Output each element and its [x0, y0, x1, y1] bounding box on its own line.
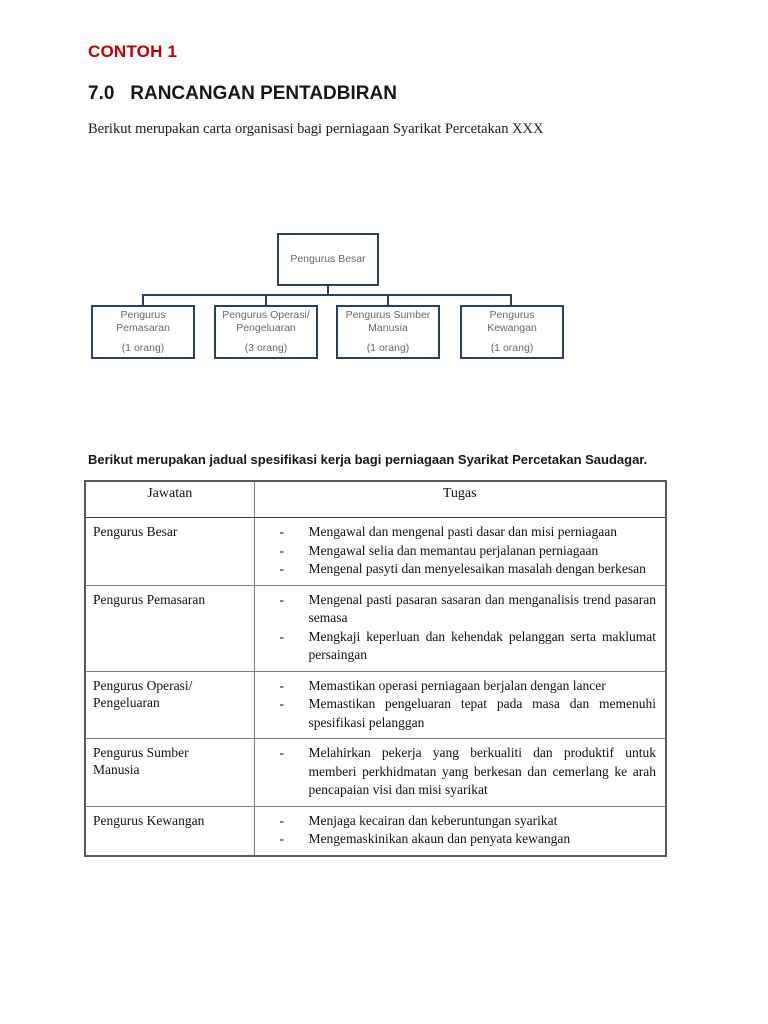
- org-node-root: Pengurus Besar: [277, 233, 379, 286]
- task-list: Menjaga kecairan dan keberuntungan syari…: [255, 812, 657, 849]
- org-node-operasi: Pengurus Operasi/ Pengeluaran (3 orang): [214, 305, 318, 359]
- cell-jawatan: Pengurus Sumber Manusia: [84, 738, 255, 807]
- org-connector-stem: [327, 286, 329, 296]
- table-row: Pengurus Besar Mengawal dan mengenal pas…: [84, 517, 667, 586]
- cell-jawatan: Pengurus Besar: [84, 517, 255, 586]
- column-header-jawatan: Jawatan: [84, 480, 255, 518]
- task-item: Menjaga kecairan dan keberuntungan syari…: [255, 812, 657, 831]
- cell-jawatan-line-1: Pengurus Sumber: [93, 745, 189, 760]
- org-node-pemasaran-title-1: Pengurus: [120, 309, 166, 321]
- org-node-sumber-manusia-title-2: Manusia: [368, 322, 408, 334]
- cell-tugas: Menjaga kecairan dan keberuntungan syari…: [253, 805, 667, 857]
- task-item: Mengenal pasyti dan menyelesaikan masala…: [255, 560, 657, 579]
- org-node-pemasaran: Pengurus Pemasaran (1 orang): [91, 305, 195, 359]
- table-caption: Berikut merupakan jadual spesifikasi ker…: [88, 452, 648, 467]
- task-item: Mengemaskinikan akaun dan penyata kewang…: [255, 830, 657, 849]
- cell-jawatan: Pengurus Operasi/ Pengeluaran: [84, 670, 255, 739]
- table-row: Pengurus Sumber Manusia Melahirkan peker…: [84, 738, 667, 807]
- org-node-sumber-manusia-title-1: Pengurus Sumber: [345, 309, 431, 321]
- org-node-root-title: Pengurus Besar: [290, 253, 366, 265]
- task-item: Mengawal selia dan memantau perjalanan p…: [255, 542, 657, 561]
- org-node-kewangan: Pengurus Kewangan (1 orang): [460, 305, 564, 359]
- table-row: Pengurus Operasi/ Pengeluaran Memastikan…: [84, 670, 667, 739]
- table-row: Pengurus Kewangan Menjaga kecairan dan k…: [84, 805, 667, 857]
- cell-jawatan: Pengurus Kewangan: [84, 805, 255, 857]
- task-list: Mengenal pasti pasaran sasaran dan menga…: [255, 591, 656, 665]
- cell-jawatan: Pengurus Pemasaran: [84, 584, 255, 672]
- org-node-sumber-manusia: Pengurus Sumber Manusia (1 orang): [336, 305, 440, 359]
- task-list: Mengawal dan mengenal pasti dasar dan mi…: [255, 523, 657, 579]
- org-node-operasi-count: (3 orang): [244, 342, 288, 354]
- cell-tugas: Memastikan operasi perniagaan berjalan d…: [253, 670, 667, 739]
- cell-tugas: Mengenal pasti pasaran sasaran dan menga…: [253, 584, 667, 672]
- org-node-operasi-title-2: Pengeluaran: [236, 322, 296, 334]
- task-list: Memastikan operasi perniagaan berjalan d…: [255, 677, 657, 733]
- cell-jawatan-line-2: Manusia: [93, 762, 140, 777]
- org-connector-bus: [142, 294, 512, 296]
- table-header-row: Jawatan Tugas: [84, 480, 667, 518]
- task-item: Mengenal pasti pasaran sasaran dan menga…: [255, 591, 656, 628]
- intro-paragraph: Berikut merupakan carta organisasi bagi …: [88, 121, 544, 137]
- cell-jawatan-line-2: Pengeluaran: [93, 694, 160, 710]
- column-header-tugas: Tugas: [253, 480, 667, 518]
- org-node-kewangan-count: (1 orang): [490, 342, 534, 354]
- org-node-sumber-manusia-count: (1 orang): [366, 342, 410, 354]
- org-node-kewangan-title-2: Kewangan: [487, 322, 537, 334]
- page-title: 7.0 RANCANGAN PENTADBIRAN: [88, 83, 397, 104]
- table-row: Pengurus Pemasaran Mengenal pasti pasara…: [84, 584, 667, 672]
- task-item: Mengkaji keperluan dan kehendak pelangga…: [255, 628, 656, 665]
- task-item: Melahirkan pekerja yang berkualiti dan p…: [255, 744, 656, 800]
- org-node-pemasaran-title-2: Pemasaran: [116, 322, 170, 334]
- org-node-kewangan-title-1: Pengurus: [489, 309, 535, 321]
- job-specification-table: Jawatan Tugas Pengurus Besar Mengawal da…: [84, 480, 667, 857]
- org-node-operasi-title-1: Pengurus Operasi/: [222, 309, 310, 321]
- cell-tugas: Mengawal dan mengenal pasti dasar dan mi…: [253, 517, 667, 586]
- task-item: Mengawal dan mengenal pasti dasar dan mi…: [255, 523, 657, 542]
- cell-tugas: Melahirkan pekerja yang berkualiti dan p…: [253, 738, 667, 807]
- task-list: Melahirkan pekerja yang berkualiti dan p…: [255, 744, 656, 800]
- task-item: Memastikan pengeluaran tepat pada masa d…: [255, 695, 656, 732]
- org-node-pemasaran-count: (1 orang): [121, 342, 165, 354]
- task-item: Memastikan operasi perniagaan berjalan d…: [255, 677, 657, 696]
- example-label: CONTOH 1: [88, 42, 178, 61]
- cell-jawatan-line-1: Pengurus Operasi/: [93, 677, 193, 693]
